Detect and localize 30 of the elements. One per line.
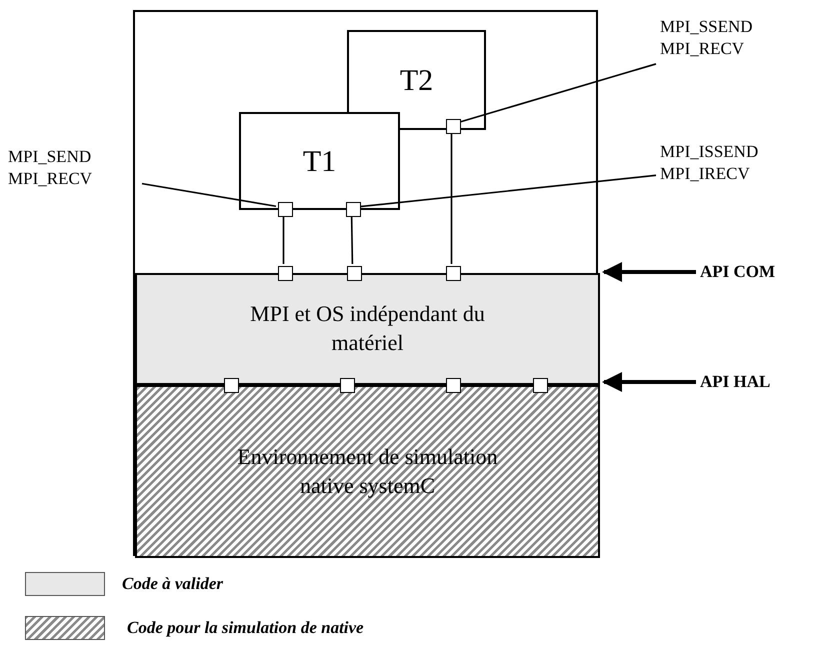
- port-square: [346, 202, 361, 217]
- interface-label: API COM: [700, 261, 806, 283]
- port-square: [533, 378, 548, 393]
- leader-label: MPI_ISSEND MPI_IRECV: [660, 141, 810, 193]
- port-square: [224, 378, 239, 393]
- leader-line: [350, 214, 354, 264]
- arrow: [602, 262, 696, 282]
- port-square: [446, 119, 461, 134]
- leader-label: MPI_SEND MPI_RECV: [8, 146, 138, 198]
- port-square: [340, 378, 355, 393]
- task-box: T2: [347, 30, 486, 130]
- layer-band: Environnement de simulation native systemC: [135, 385, 600, 558]
- port-square: [278, 202, 293, 217]
- task-box: T1: [239, 112, 400, 210]
- interface-label: API HAL: [700, 371, 806, 393]
- leader-label: MPI_SSEND MPI_RECV: [660, 16, 800, 68]
- legend-label: Code à valider: [122, 574, 224, 594]
- port-square: [347, 266, 362, 281]
- leader-line: [458, 63, 656, 124]
- port-square: [446, 266, 461, 281]
- port-square: [446, 378, 461, 393]
- leader-line: [142, 182, 276, 208]
- frame-box: [133, 10, 598, 556]
- layer-band: MPI et OS indépendant du matériel: [135, 273, 600, 385]
- leader-line: [450, 132, 452, 264]
- leader-line: [358, 174, 656, 208]
- legend-label: Code pour la simulation de native: [127, 618, 364, 638]
- port-square: [278, 266, 293, 281]
- arrow: [602, 372, 696, 392]
- leader-line: [282, 215, 284, 264]
